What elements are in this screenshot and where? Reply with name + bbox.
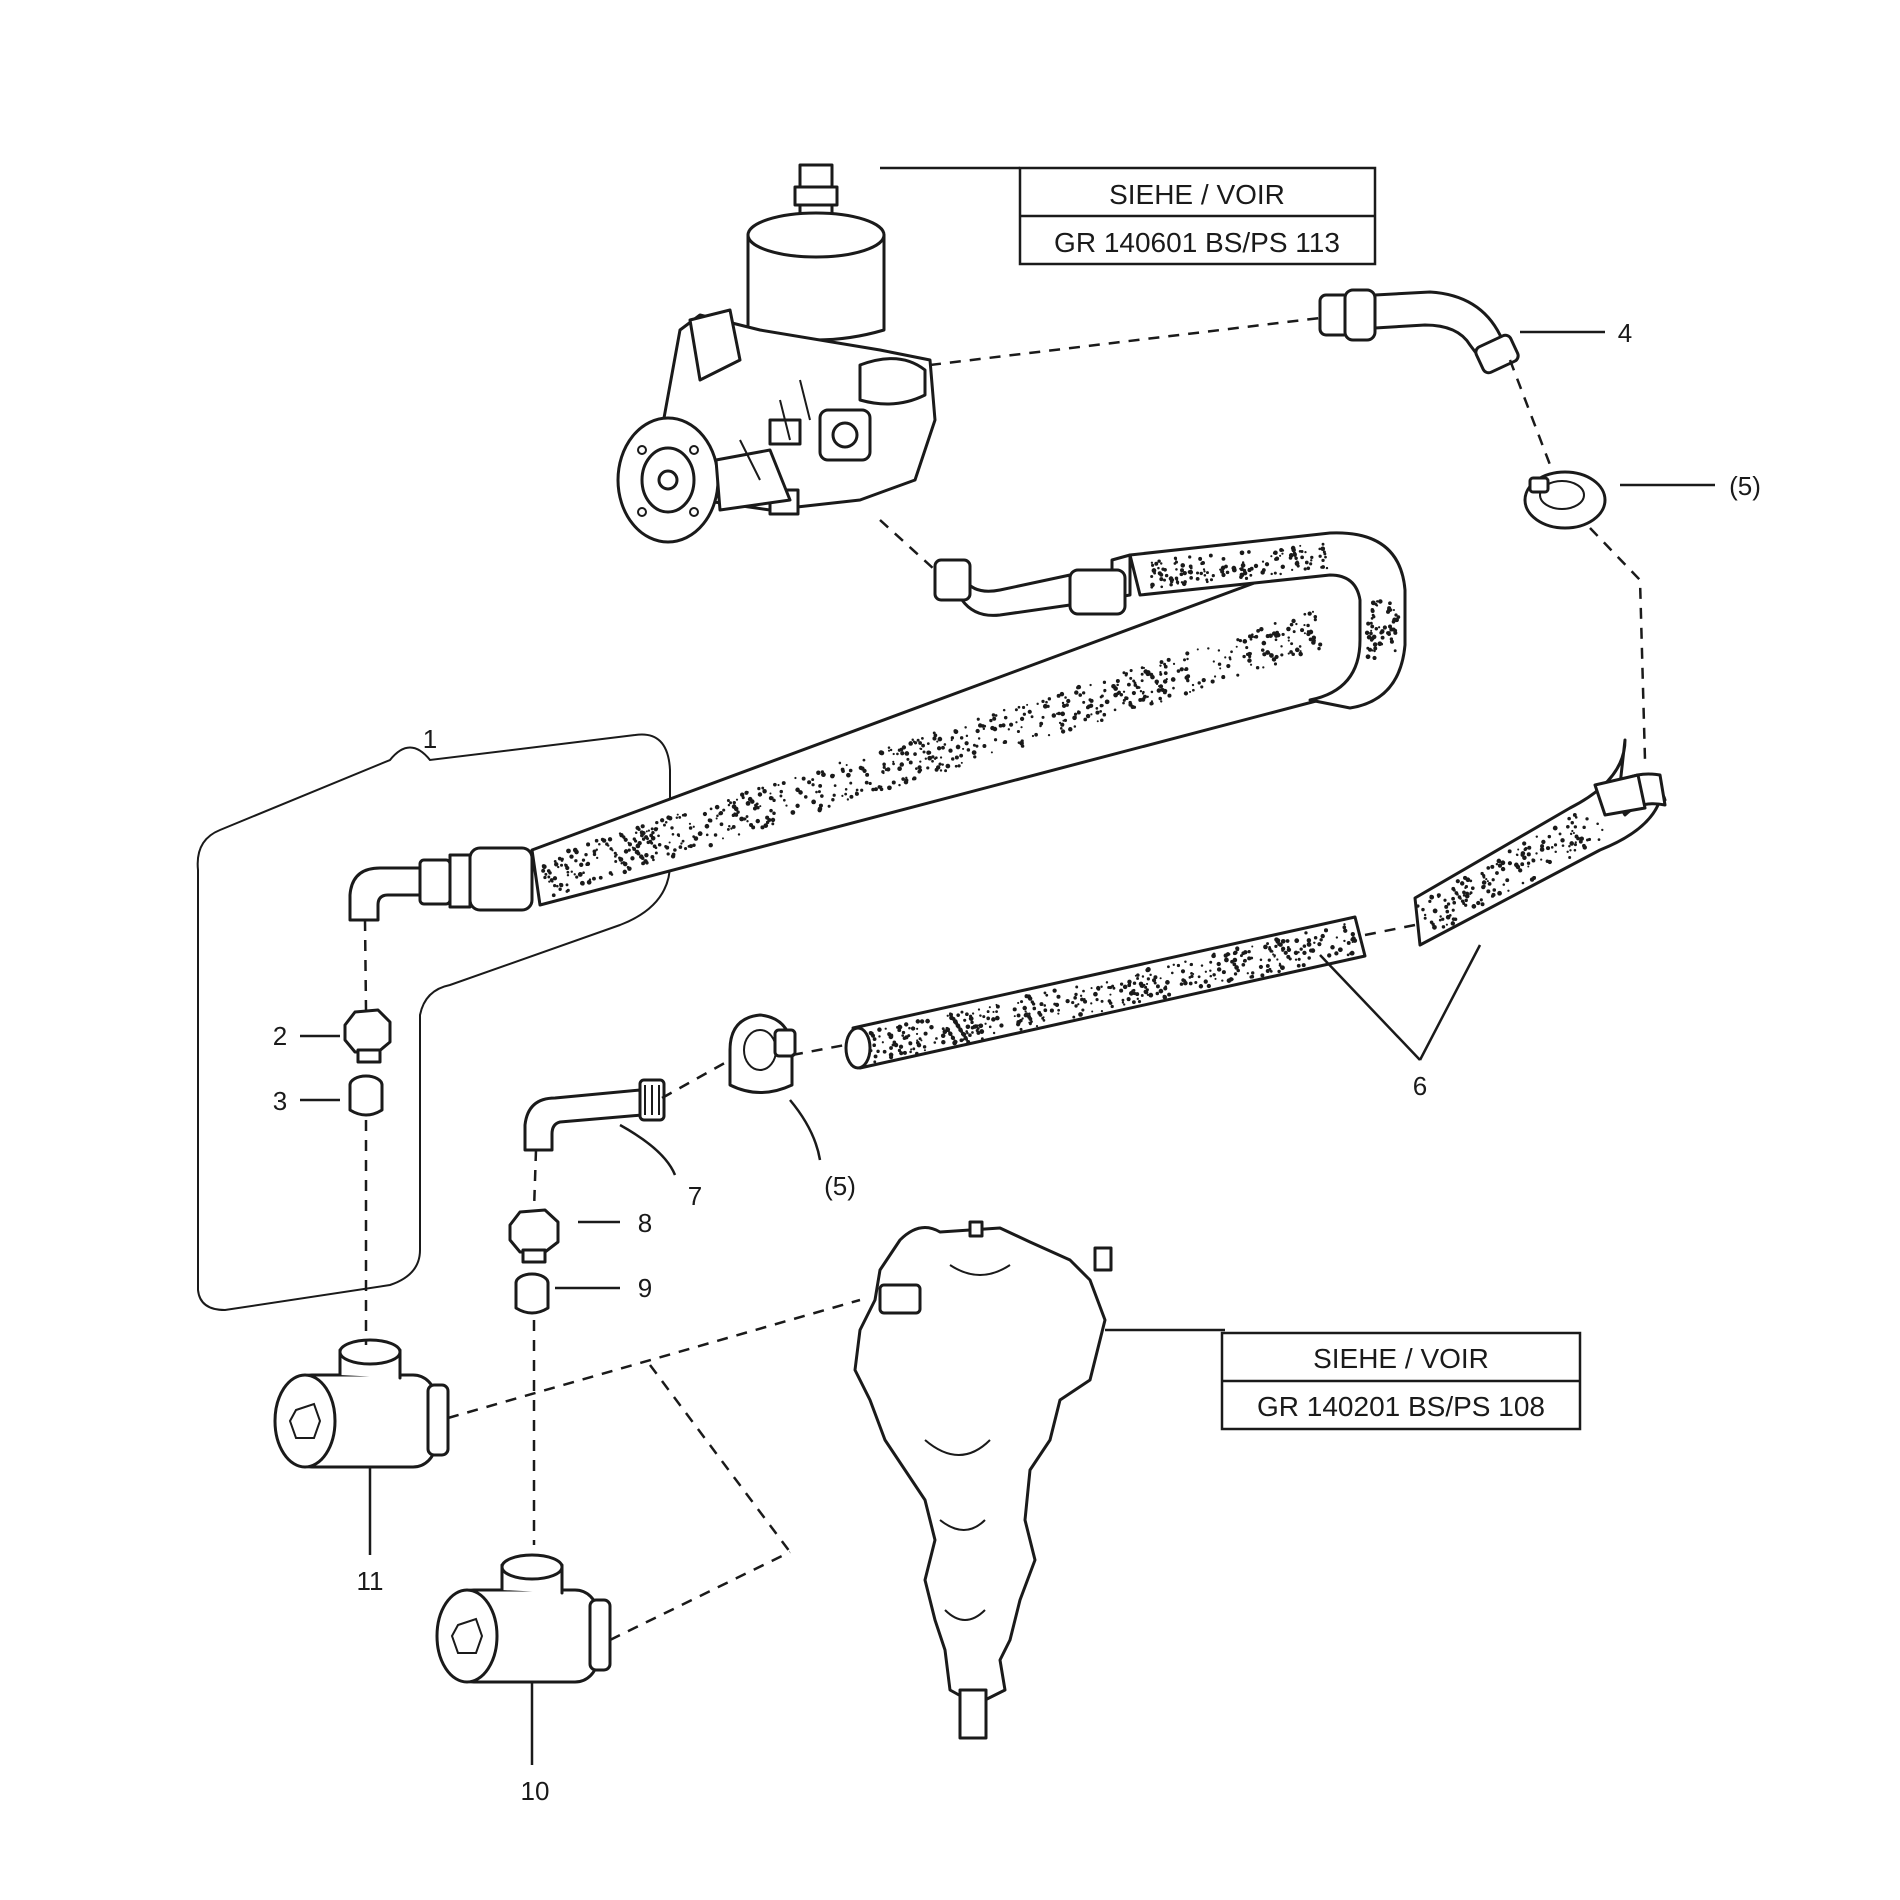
banjo-nut-8 [508, 1208, 560, 1264]
callout-11: 11 [357, 1566, 384, 1596]
callout-numbers: 1 2 3 4 (5) (5) 6 7 8 9 10 11 [273, 318, 1761, 1806]
pressure-hose-assembly [196, 531, 1407, 1312]
reference-pump-line2: GR 140601 BS/PS 113 [1054, 227, 1340, 258]
callout-5-lower: (5) [824, 1171, 856, 1201]
power-steering-pump [616, 163, 937, 544]
sealing-ring-9 [514, 1272, 550, 1315]
reference-box-pump: SIEHE / VOIR GR 140601 BS/PS 113 [880, 166, 1377, 266]
reference-box-steering-gear: SIEHE / VOIR GR 140201 BS/PS 108 [1105, 1328, 1582, 1431]
steering-gear [853, 1220, 1113, 1740]
callout-7: 7 [688, 1181, 702, 1211]
callout-1: 1 [423, 724, 437, 754]
hose-clamp-lower [728, 1013, 797, 1094]
valve-11 [273, 1338, 450, 1469]
callout-9: 9 [638, 1273, 652, 1303]
callout-5-upper: (5) [1729, 471, 1761, 501]
callout-6: 6 [1413, 1071, 1427, 1101]
callout-leaders [300, 330, 1715, 1765]
sealing-ring-3 [348, 1074, 384, 1117]
callout-8: 8 [638, 1208, 652, 1238]
reference-steering-line2: GR 140201 BS/PS 108 [1257, 1391, 1545, 1422]
hose-clamp-upper [1523, 470, 1607, 530]
callout-3: 3 [273, 1086, 287, 1116]
suction-line [1318, 288, 1520, 375]
hose-texture [541, 542, 1401, 898]
reference-pump-line1: SIEHE / VOIR [1109, 179, 1285, 210]
return-tube [523, 1078, 666, 1152]
callout-4: 4 [1618, 318, 1632, 348]
valve-10 [435, 1553, 612, 1684]
hose-texture [868, 813, 1604, 1064]
callout-2: 2 [273, 1021, 287, 1051]
connection-lines [363, 316, 1647, 1642]
reference-steering-line1: SIEHE / VOIR [1313, 1343, 1489, 1374]
callout-10: 10 [521, 1776, 550, 1806]
banjo-nut-2 [343, 1008, 392, 1064]
